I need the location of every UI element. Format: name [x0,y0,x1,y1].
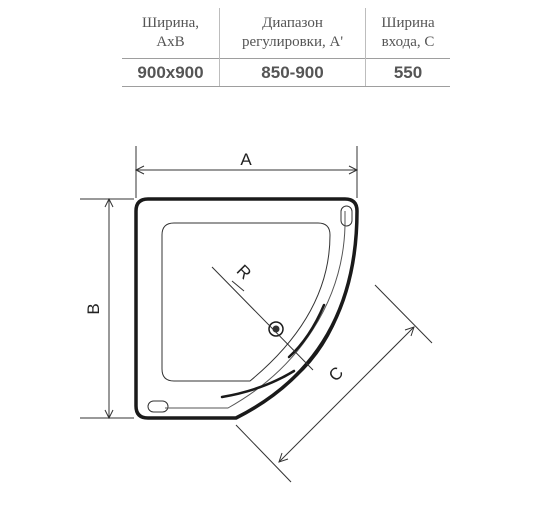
header-adjustment-range: Диапазон регулировки, A' [219,8,366,59]
spec-value-row: 900x900 850-900 550 [122,58,450,87]
tray-inner-basin [161,222,331,382]
dimension-c [235,284,433,483]
tray-corner-oval-top [340,205,353,227]
value-entrance-width: 550 [365,58,450,87]
value-width: 900x900 [122,58,220,87]
drain [268,321,284,337]
tray-grooves [220,303,343,399]
dimension-b [80,197,134,420]
header-width: Ширина, AxB [122,8,220,59]
dimension-a [134,146,359,198]
value-adjustment-range: 850-900 [219,58,366,87]
tray-corner-oval-bottom [147,400,169,413]
radius-r [211,266,314,371]
tray-outer-outline [134,197,359,420]
dimension-a-label: A [240,150,252,169]
header-entrance-width: Ширина входа, C [365,8,450,59]
spec-table: Ширина, AxB Диапазон регулировки, A' Шир… [122,8,450,87]
spec-header-row: Ширина, AxB Диапазон регулировки, A' Шир… [122,8,450,59]
dimension-b-label: B [84,303,103,314]
dimension-c-label: C [325,363,347,385]
